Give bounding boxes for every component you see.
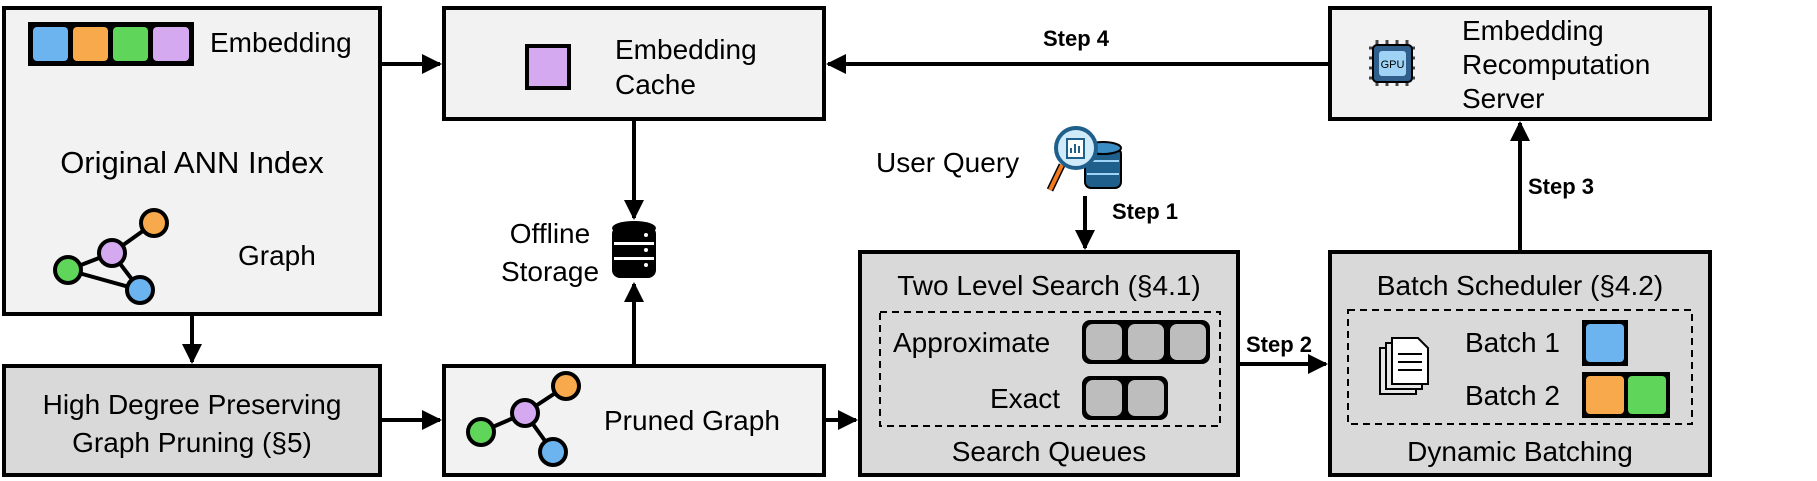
cache-line2: Cache <box>615 69 696 100</box>
gpu-chip-label: GPU <box>1381 59 1405 71</box>
original-ann-index-box: Embedding Original ANN Index Graph <box>2 6 382 316</box>
batch-scheduler-title: Batch Scheduler (§4.2) <box>1377 270 1663 301</box>
batch-scheduler-box: Batch Scheduler (§4.2) Batch 1 Batch 2 D… <box>1328 250 1712 477</box>
batch2-items <box>1582 372 1670 418</box>
embedding-vector-icon <box>28 22 194 66</box>
recomputation-server-box: GPU Embedding Recomputation Server <box>1328 6 1712 121</box>
cached-embedding-icon <box>525 44 571 90</box>
batch2-label: Batch 2 <box>1465 380 1560 411</box>
step1-label: Step 1 <box>1112 199 1178 224</box>
server-line3: Server <box>1462 83 1544 114</box>
gpu-chip-icon: GPU <box>1369 40 1415 86</box>
user-query-label: User Query <box>876 147 1019 178</box>
graph-pruning-box: High Degree Preserving Graph Pruning (§5… <box>2 364 382 477</box>
dynamic-batching-region <box>1347 309 1693 425</box>
arrows <box>182 54 1530 430</box>
batch1-item <box>1582 320 1628 366</box>
step2-label: Step 2 <box>1246 332 1312 357</box>
step4-label: Step 4 <box>1043 26 1110 51</box>
pruning-line1: High Degree Preserving <box>43 389 342 420</box>
search-queues-region <box>879 311 1221 427</box>
server-line2: Recomputation <box>1462 49 1650 80</box>
cache-line1: Embedding <box>615 34 757 65</box>
pruning-line2: Graph Pruning (§5) <box>72 427 312 458</box>
exact-label: Exact <box>990 383 1060 414</box>
search-queues-footer: Search Queues <box>952 436 1147 467</box>
offline-storage: Offline Storage <box>501 218 656 287</box>
graph-icon <box>53 208 169 305</box>
exact-queue <box>1082 376 1168 420</box>
dynamic-batching-footer: Dynamic Batching <box>1407 436 1633 467</box>
pruned-graph-label: Pruned Graph <box>604 405 780 436</box>
graph-label: Graph <box>238 240 316 271</box>
original-index-title: Original ANN Index <box>60 145 324 180</box>
storage-line1: Offline <box>510 218 590 249</box>
embedding-label: Embedding <box>210 27 352 58</box>
batch1-label: Batch 1 <box>1465 327 1560 358</box>
database-icon <box>612 221 656 278</box>
pruned-graph-box: Pruned Graph <box>442 364 826 477</box>
documents-icon <box>1379 337 1429 395</box>
approximate-queue <box>1082 320 1210 364</box>
pruned-graph-icon <box>466 371 581 467</box>
step3-label: Step 3 <box>1528 174 1594 199</box>
storage-line2: Storage <box>501 256 599 287</box>
search-database-icon <box>1046 126 1122 192</box>
embedding-cache-box: Embedding Cache <box>442 6 826 121</box>
server-line1: Embedding <box>1462 15 1604 46</box>
two-level-search-title: Two Level Search (§4.1) <box>897 270 1201 301</box>
user-query: User Query <box>876 126 1122 192</box>
two-level-search-box: Two Level Search (§4.1) Approximate Exac… <box>858 250 1240 477</box>
approximate-label: Approximate <box>893 327 1050 358</box>
